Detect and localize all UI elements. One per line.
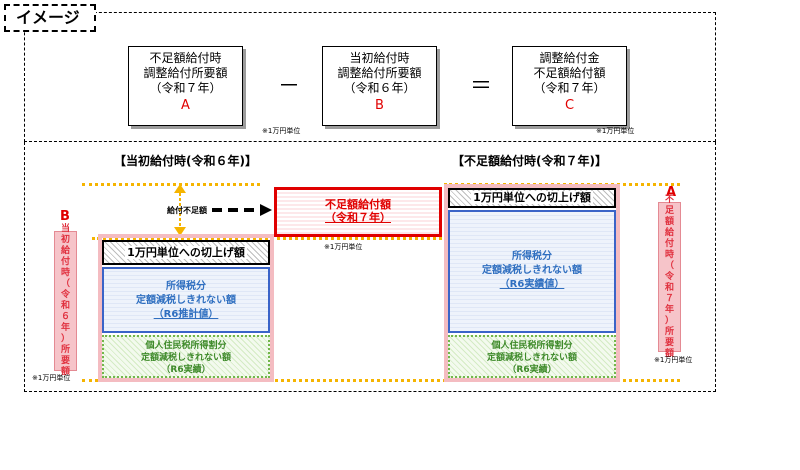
left-resident-tax-line3: （R6実績） (161, 365, 211, 375)
unit-note-c: ※1万円単位 (596, 127, 635, 135)
formula-box-a: 不足額給付時 調整給付所要額 （令和７年） A (128, 46, 243, 126)
top-guide-line-left (82, 183, 260, 186)
shortage-amount-box: 不足額給付額 （令和７年） (274, 187, 442, 237)
left-side-letter: B (60, 209, 70, 224)
right-arrow-icon (212, 204, 272, 216)
left-income-tax-line3: （R6推計値） (153, 309, 219, 320)
minus-sign: － (278, 74, 301, 99)
right-resident-tax-line2: 定額減税しきれない額 (486, 353, 577, 363)
right-stack-outline (444, 184, 620, 382)
shortage-label: 給付不足額 (167, 206, 207, 215)
middle-unit-note: ※1万円単位 (324, 243, 363, 251)
left-resident-tax-line2: 定額減税しきれない額 (140, 353, 231, 363)
formula-a-line3: （令和７年） (149, 81, 222, 95)
page-title: イメージ (4, 4, 96, 32)
left-resident-tax-line1: 個人住民税所得割分 (145, 341, 227, 351)
right-roundup-box: 1万円単位への切上げ額 (448, 188, 616, 208)
formula-c-line1: 調整給付金 (539, 51, 600, 65)
left-income-tax-box: 所得税分 定額減税しきれない額 （R6推計値） (102, 267, 270, 333)
formula-box-c: 調整給付金 不足額給付額 （令和７年） C (512, 46, 627, 126)
right-income-tax-box: 所得税分 定額減税しきれない額 （R6実績値） (448, 210, 616, 333)
formula-b-line2: 調整給付所要額 (337, 66, 422, 80)
right-resident-tax-box: 個人住民税所得割分 定額減税しきれない額 （R6実績） (448, 335, 616, 378)
formula-frame (24, 12, 716, 142)
left-roundup-box: 1万円単位への切上げ額 (102, 240, 270, 265)
left-income-tax-line2: 定額減税しきれない額 (136, 295, 236, 306)
left-roundup-label: 1万円単位への切上げ額 (125, 246, 247, 259)
shortage-box-line1: 不足額給付額 (325, 198, 391, 211)
left-section-heading: 【当初給付時(令和６年)】 (114, 154, 257, 168)
right-income-tax-line2: 定額減税しきれない額 (482, 265, 582, 276)
formula-box-b: 当初給付時 調整給付所要額 （令和６年） B (322, 46, 437, 126)
diagram-frame (24, 142, 716, 392)
formula-b-line3: （令和６年） (343, 81, 416, 95)
left-unit-note: ※1万円単位 (32, 374, 71, 382)
bottom-guide-line (82, 379, 680, 382)
right-unit-note: ※1万円単位 (654, 356, 693, 364)
left-resident-tax-box: 個人住民税所得割分 定額減税しきれない額 （R6実績） (102, 335, 270, 378)
formula-c-letter: C (564, 98, 575, 113)
shortage-span-arrow (174, 184, 186, 236)
left-stack-outline (98, 234, 274, 382)
middle-guide-line (92, 237, 442, 240)
right-income-tax-line3: （R6実績値） (499, 279, 565, 290)
equals-sign: ＝ (470, 74, 493, 99)
right-resident-tax-line1: 個人住民税所得割分 (491, 341, 573, 351)
right-section-heading: 【不足額給付時(令和７年)】 (452, 154, 607, 168)
left-income-tax-line1: 所得税分 (166, 281, 206, 292)
formula-b-line1: 当初給付時 (349, 51, 410, 65)
formula-a-letter: A (181, 98, 190, 113)
right-income-tax-line1: 所得税分 (512, 251, 552, 262)
right-roundup-label: 1万円単位への切上げ額 (471, 191, 593, 204)
right-side-letter: A (666, 185, 677, 200)
shortage-box-line2: （令和７年） (325, 211, 391, 224)
formula-c-line2: 不足額給付額 (533, 66, 606, 80)
unit-note-ab: ※1万円単位 (262, 127, 301, 135)
formula-a-line1: 不足額給付時 (149, 51, 222, 65)
right-resident-tax-line3: （R6実績） (507, 365, 557, 375)
formula-c-line3: （令和７年） (533, 81, 606, 95)
formula-a-line2: 調整給付所要額 (143, 66, 228, 80)
formula-b-letter: B (375, 98, 384, 113)
